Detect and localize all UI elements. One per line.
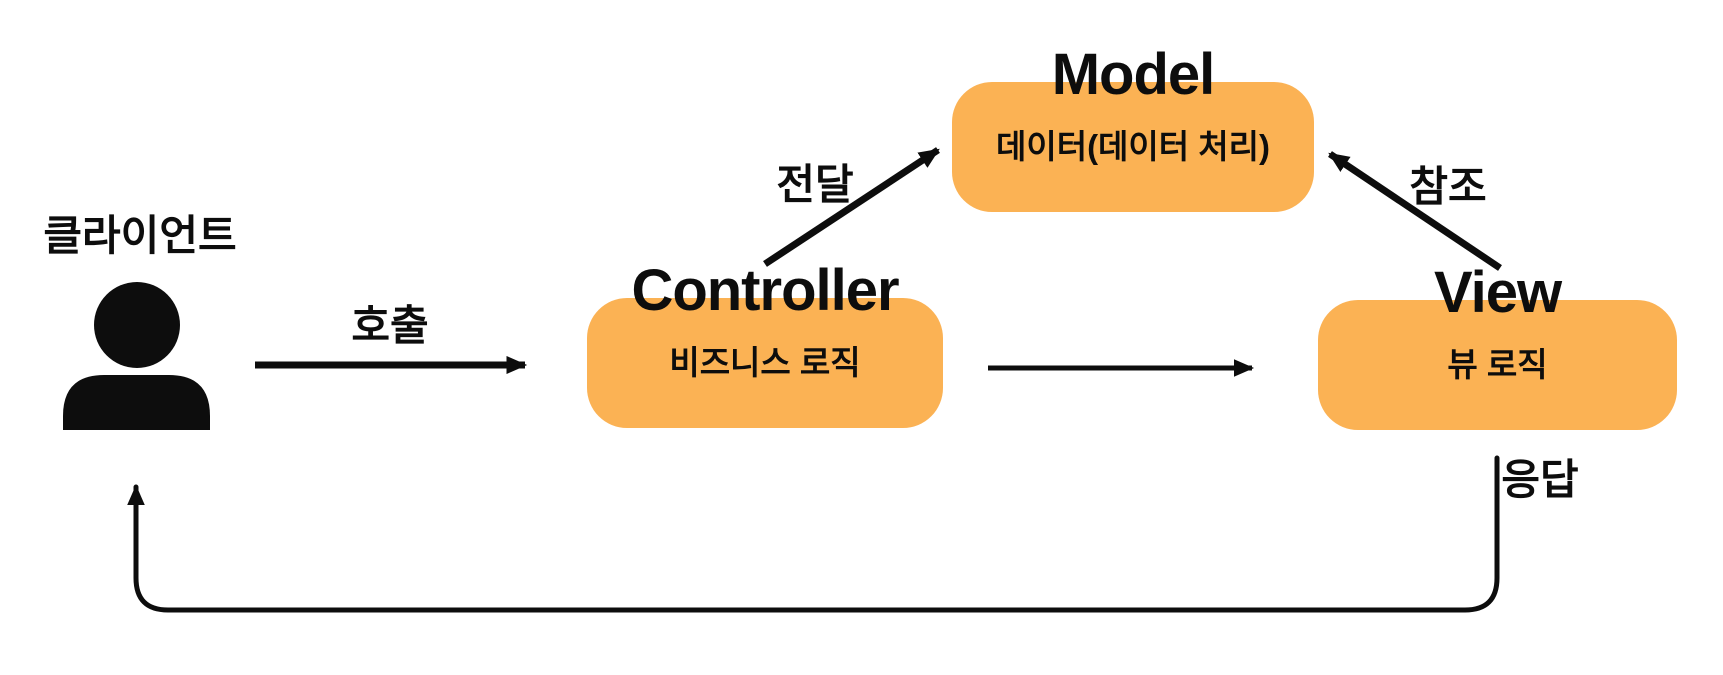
- model-subtitle: 데이터(데이터 처리): [995, 128, 1271, 165]
- view-box: View 뷰 로직: [1318, 264, 1677, 430]
- controller-box: Controller 비즈니스 로직: [587, 262, 943, 428]
- view-title: View: [1433, 260, 1562, 325]
- person-icon: [63, 282, 210, 430]
- pass-arrow-label: 전달: [776, 161, 854, 208]
- model-title: Model: [1051, 42, 1216, 107]
- pass-arrow: [763, 147, 940, 267]
- response-arrow-label: 응답: [1501, 456, 1579, 503]
- reference-arrow: [1328, 151, 1502, 271]
- view-subtitle: 뷰 로직: [1447, 346, 1548, 383]
- model-box: Model 데이터(데이터 처리): [952, 46, 1314, 212]
- person-head: [94, 282, 180, 368]
- controller-title: Controller: [631, 258, 899, 323]
- call-arrow-label: 호출: [351, 302, 429, 349]
- reference-arrow-label: 참조: [1409, 163, 1487, 210]
- person-body: [63, 375, 210, 430]
- controller-subtitle: 비즈니스 로직: [669, 344, 861, 381]
- client-label: 클라이언트: [43, 212, 237, 259]
- response-arrow: [127, 455, 1500, 613]
